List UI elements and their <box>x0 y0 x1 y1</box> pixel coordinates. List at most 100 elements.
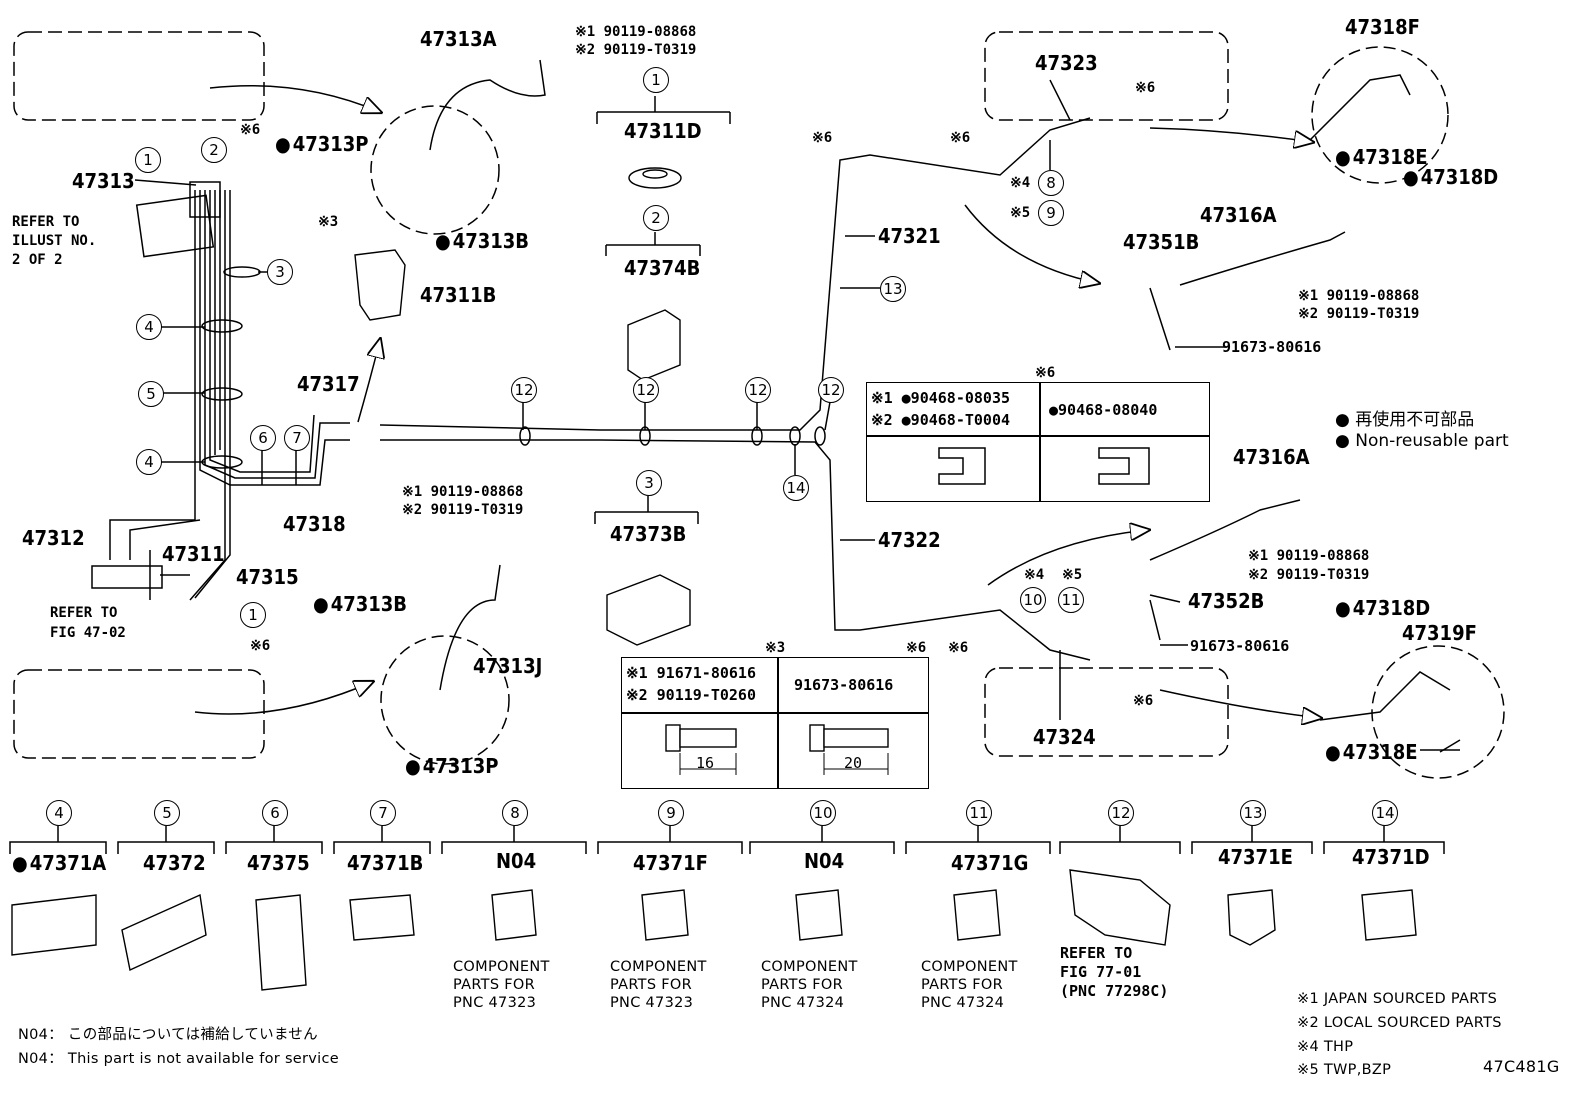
label-47313B-top: 47313B <box>435 230 529 252</box>
bolt-note: ※1 90119-08868 <box>1298 288 1420 304</box>
mark-6: ※6 <box>250 638 271 654</box>
callout-2: 2 <box>643 205 669 231</box>
label-47312: 47312 <box>22 526 85 550</box>
label-47313: 47313 <box>72 169 135 193</box>
bottom-part-47371F: 47371F <box>633 851 708 875</box>
bottom-callout: 13 <box>1240 800 1266 826</box>
clip-sketch <box>938 447 1150 485</box>
label-47316A-bottom: 47316A <box>1233 445 1310 469</box>
mark-5: ※5 <box>1010 205 1031 221</box>
bottom-callout: 10 <box>810 800 836 826</box>
arrow-front-left <box>209 84 380 112</box>
callout-12: 12 <box>745 377 771 403</box>
label-47373B: 47373B <box>610 522 687 546</box>
callout-12: 12 <box>818 377 844 403</box>
label-47318F: 47318F <box>1345 15 1420 39</box>
bottom-part-N04: N04 <box>496 849 537 873</box>
label-47374B: 47374B <box>624 256 701 280</box>
callout-12: 12 <box>633 377 659 403</box>
clip-table-cell: ※1 ●90468-08035 <box>871 389 1010 407</box>
callout-6: 6 <box>250 425 276 451</box>
bolt-note: ※2 90119-T0319 <box>575 42 697 58</box>
label-91673-top: 91673-80616 <box>1222 338 1322 356</box>
callout-8: 8 <box>1038 170 1064 196</box>
bottom-part-47371D: 47371D <box>1352 845 1430 869</box>
bolt-table-cell: ※1 91671-80616 <box>626 664 756 682</box>
label-47318E-top: 47318E <box>1335 146 1428 168</box>
arrow-to-47311B <box>357 340 380 423</box>
footnote-4: ※4 THP <box>1297 1039 1354 1055</box>
mark-6: ※6 <box>950 130 971 146</box>
mark-6: ※6 <box>812 130 833 146</box>
arrow-to-47316A-top <box>964 204 1098 283</box>
label-47318D-top: 47318D <box>1403 166 1499 188</box>
refer-illust-note: REFER TO ILLUST NO. 2 OF 2 <box>12 213 96 270</box>
mark-6: ※6 <box>240 122 261 138</box>
bottom-part-N04: N04 <box>804 849 845 873</box>
frame-front-right-wheel <box>984 31 1229 121</box>
refer-fig-note: REFER TO FIG 47-02 <box>50 603 126 643</box>
label-47311B: 47311B <box>420 283 497 307</box>
label-47313B-bottom: 47313B <box>313 593 407 615</box>
callout-11: 11 <box>1058 587 1084 613</box>
bolt-table: ※1 91671-80616 ※2 90119-T0260 91673-8061… <box>621 657 929 789</box>
dim-16: 16 <box>696 754 715 772</box>
callout-14: 14 <box>783 475 809 501</box>
label-47351B: 47351B <box>1123 230 1200 254</box>
footnote-1: ※1 JAPAN SOURCED PARTS <box>1297 991 1498 1007</box>
refer-fig-line: REFER TO <box>50 605 118 621</box>
bottom-callout: 12 <box>1108 800 1134 826</box>
refer-fig-77-note: REFER TO FIG 77-01 (PNC 77298C) <box>1060 944 1169 1000</box>
clamp-47374B <box>627 309 681 381</box>
bolt-table-cell: 91673-80616 <box>794 676 894 694</box>
clip-table-cell: ※2 ●90468-T0004 <box>871 411 1010 429</box>
mark-6: ※6 <box>1133 693 1154 709</box>
arrow-rear-right <box>1159 689 1320 718</box>
mark-4: ※4 <box>1010 175 1031 191</box>
refer-illust-line: 2 OF 2 <box>12 252 63 268</box>
callout-1: 1 <box>643 67 669 93</box>
callout-12: 12 <box>511 377 537 403</box>
bolt-note: ※1 90119-08868 <box>575 24 697 40</box>
callout-1: 1 <box>135 147 161 173</box>
bottom-part-47375: 47375 <box>247 851 310 875</box>
bolt-table-cell: ※2 90119-T0260 <box>626 686 756 704</box>
bottom-part-47371G: 47371G <box>951 851 1029 875</box>
bottom-part-47371A: 47371A <box>12 852 107 874</box>
master-cylinder <box>91 565 163 589</box>
label-47319F: 47319F <box>1402 621 1477 645</box>
refer-illust-line: REFER TO <box>12 214 80 230</box>
bolt-note: ※1 90119-08868 <box>402 484 524 500</box>
label-47313J: 47313J <box>473 654 543 678</box>
callout-1: 1 <box>240 602 266 628</box>
diagram-code: 47C481G <box>1483 1057 1560 1076</box>
clip-table-title: ※6 <box>1035 365 1056 381</box>
bottom-part-47371E: 47371E <box>1218 845 1293 869</box>
frame-rear-left-wheel <box>13 669 265 759</box>
detail-circle-rear-right <box>1371 645 1505 779</box>
legend-en-text: Non-reusable part <box>1355 431 1509 451</box>
label-91673-bottom: 91673-80616 <box>1190 637 1290 655</box>
bottom-callout: 14 <box>1372 800 1398 826</box>
label-47318E-bottom: 47318E <box>1325 741 1418 763</box>
callout-7: 7 <box>284 425 310 451</box>
bottom-callout: 9 <box>658 800 684 826</box>
footnote-n04-jp: N04： この部品については補給していません <box>18 1027 318 1043</box>
clip-table-cell: ●90468-08040 <box>1049 401 1158 419</box>
callout-9: 9 <box>1038 200 1064 226</box>
legend-en: ● Non-reusable part <box>1335 431 1509 451</box>
label-47318D-bottom: 47318D <box>1335 597 1431 619</box>
table-divider <box>622 712 928 714</box>
refer-illust-line: ILLUST NO. <box>12 233 97 249</box>
footnote-5: ※5 TWP,BZP <box>1297 1062 1392 1078</box>
component-note: COMPONENT PARTS FOR PNC 47323 <box>610 959 707 1011</box>
bolt-note: ※2 90119-T0319 <box>1248 567 1370 583</box>
footnote-2: ※2 LOCAL SOURCED PARTS <box>1297 1015 1502 1031</box>
label-47316A-top: 47316A <box>1200 203 1277 227</box>
label-47323: 47323 <box>1035 51 1098 75</box>
bracket-47311B <box>354 249 406 321</box>
bottom-callout: 4 <box>46 800 72 826</box>
mark-4: ※4 <box>1024 567 1045 583</box>
